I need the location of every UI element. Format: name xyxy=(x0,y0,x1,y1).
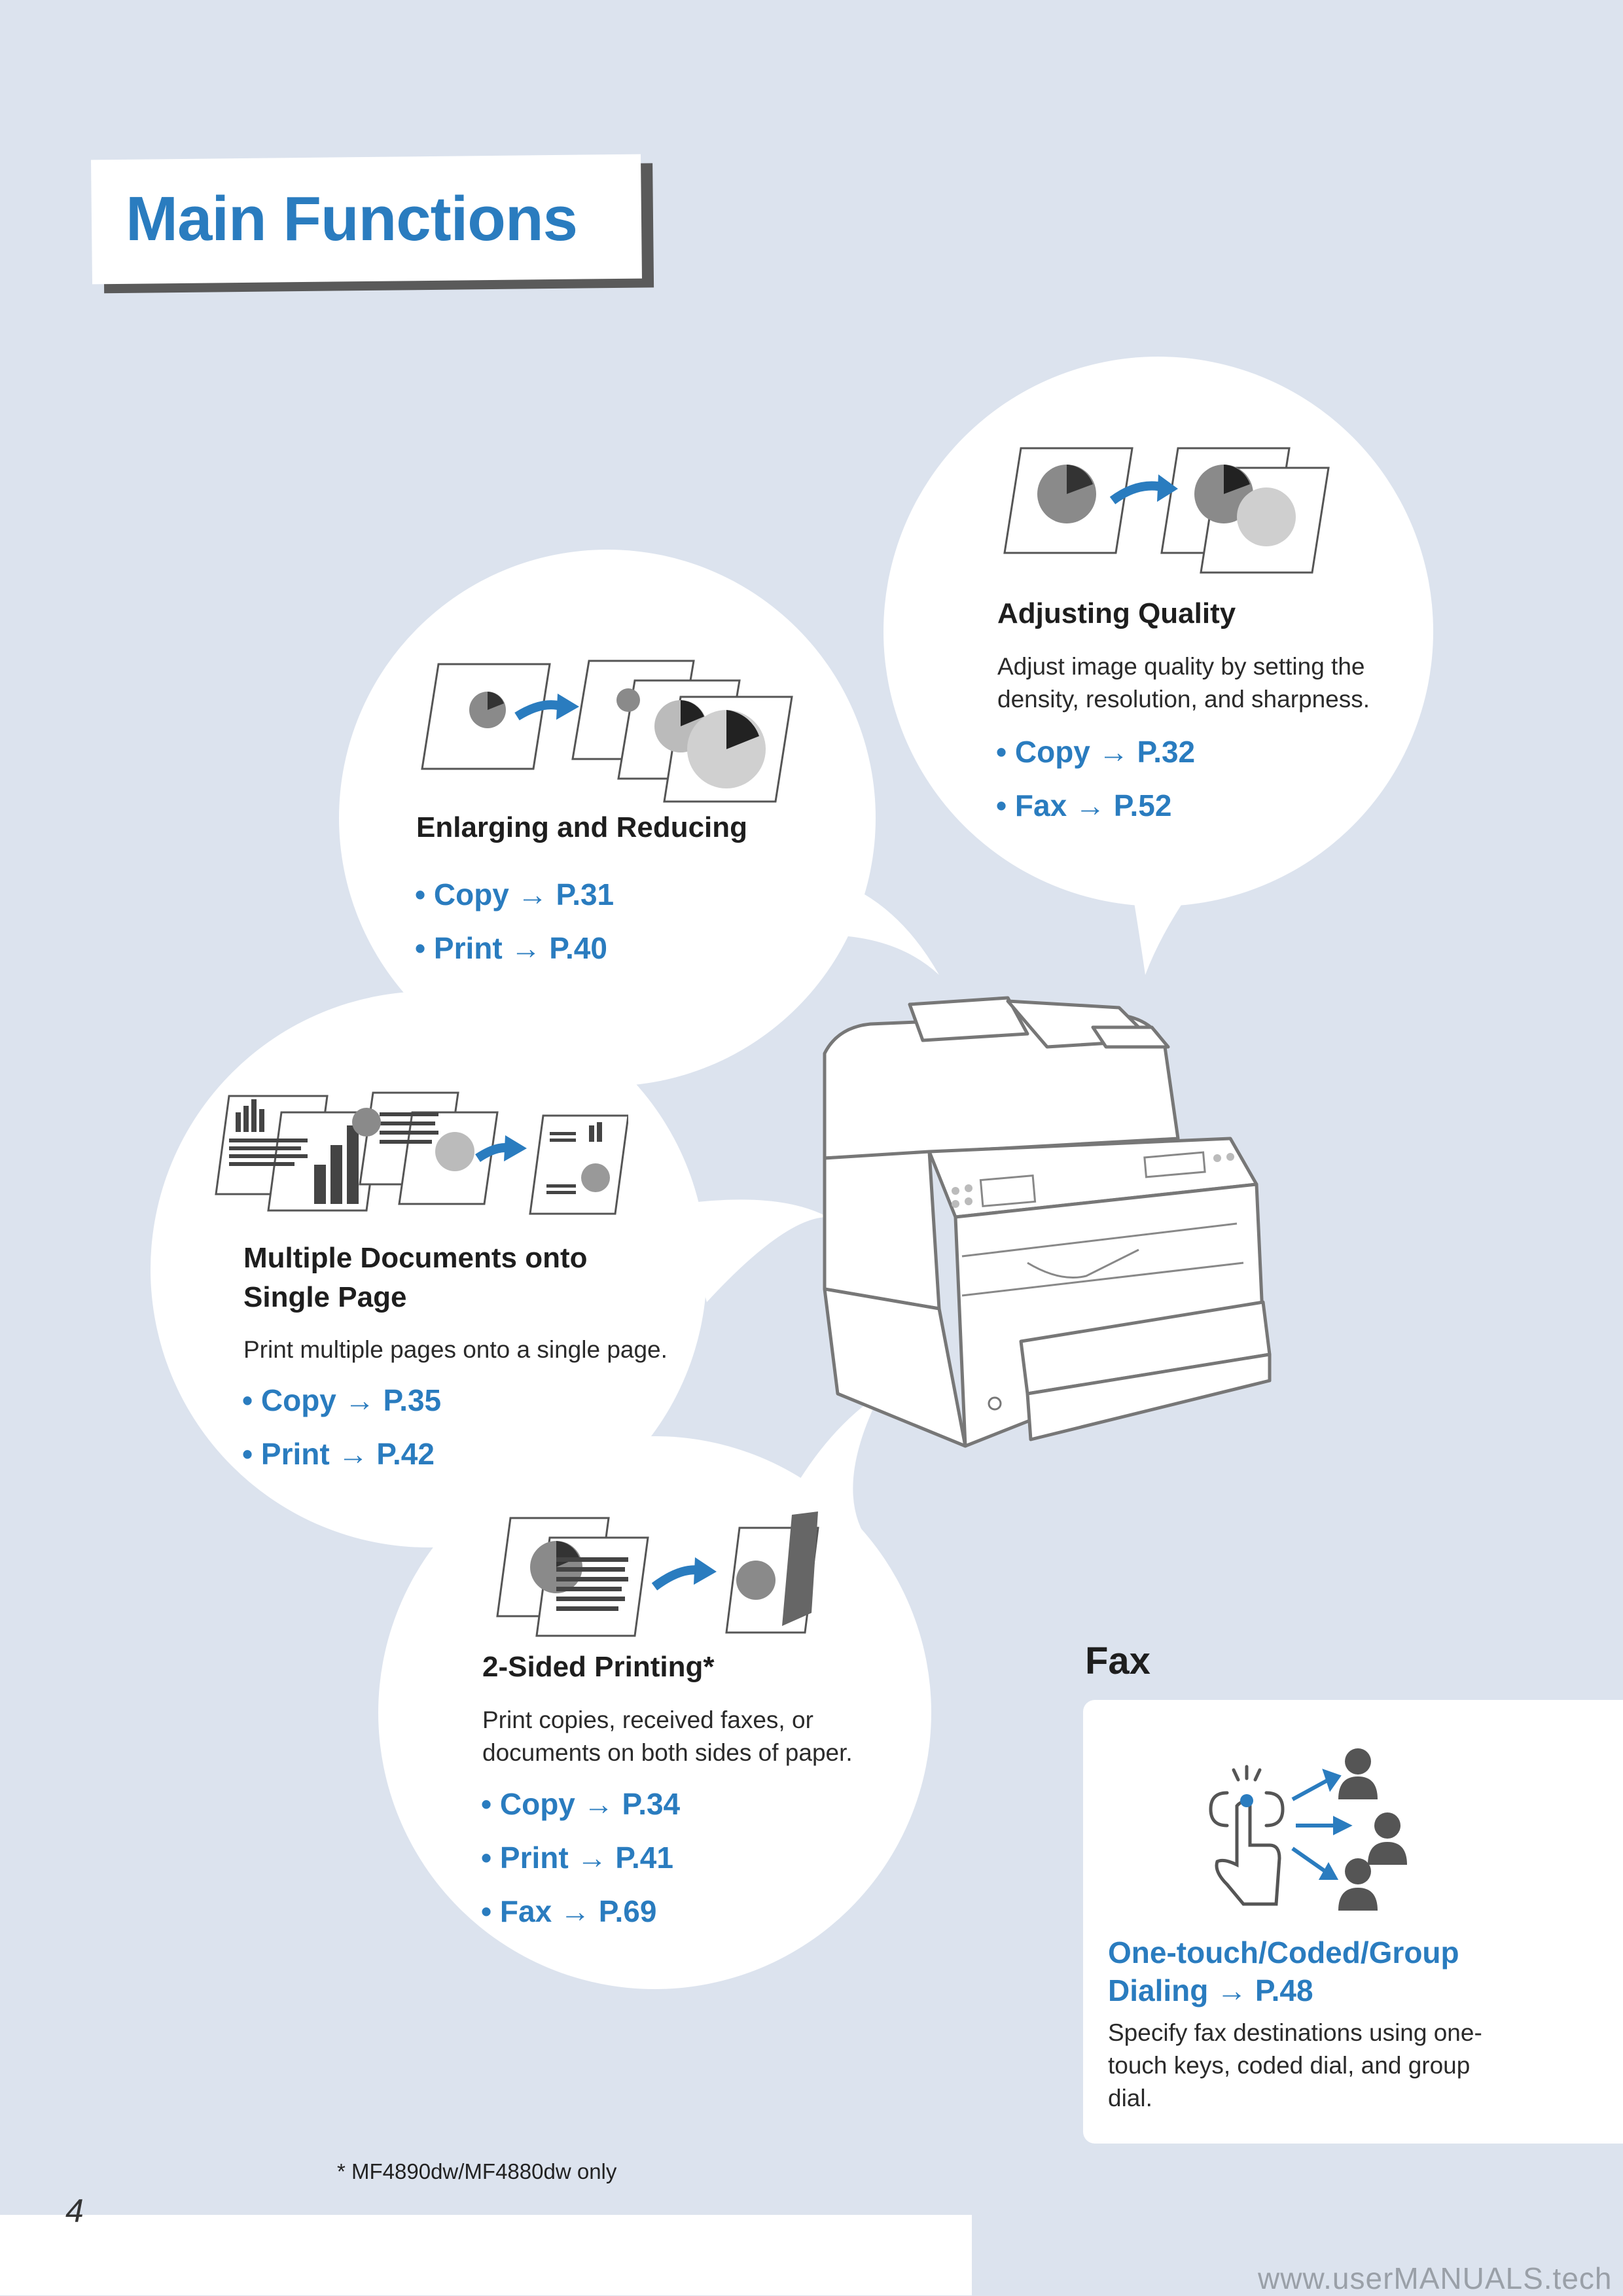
two-sided-title: 2-Sided Printing* xyxy=(482,1651,715,1683)
enlarging-reducing-title: Enlarging and Reducing xyxy=(416,811,748,843)
fax-feature-line1: One-touch/Coded/Group xyxy=(1108,1935,1459,1969)
fax-heading: Fax xyxy=(1085,1640,1150,1682)
fax-description: Specify fax destinations using one- touc… xyxy=(1108,2017,1501,2115)
footnote: * MF4890dw/MF4880dw only xyxy=(337,2159,617,2183)
footer-strip xyxy=(0,2215,972,2295)
two-sided-description-line2: documents on both sides of paper. xyxy=(482,1739,853,1766)
adjusting-quality-icon xyxy=(1003,447,1330,574)
multiple-documents-title-line1: Multiple Documents onto xyxy=(243,1242,588,1274)
fax-description-line3: dial. xyxy=(1108,2085,1152,2111)
watermark: www.userMANUALS.tech xyxy=(1258,2261,1613,2295)
multiple-documents-icon xyxy=(215,1091,628,1215)
multiple-documents-description: Print multiple pages onto a single page. xyxy=(243,1336,668,1363)
two-sided-tail xyxy=(766,1394,880,1544)
adjusting-quality-bubble xyxy=(883,357,1433,906)
one-touch-dial-icon xyxy=(1209,1748,1407,1911)
multiple-documents-tail xyxy=(681,1199,828,1302)
fax-description-line2: touch keys, coded dial, and group xyxy=(1108,2052,1471,2079)
enlarging-reducing-tail xyxy=(785,870,939,975)
multiple-documents-title-line2: Single Page xyxy=(243,1281,407,1313)
fax-one-touch-dialing-link[interactable]: One-touch/Coded/Group Dialing → P.48 xyxy=(1108,1934,1527,2009)
adjusting-quality-copy-link[interactable]: • Copy → P.32 xyxy=(996,735,1196,769)
two-sided-print-link[interactable]: • Print → P.41 xyxy=(481,1841,673,1875)
multiple-documents-print-link[interactable]: • Print → P.42 xyxy=(242,1437,435,1471)
two-sided-icon xyxy=(496,1511,819,1637)
printer-illustration xyxy=(823,996,1272,1448)
multiple-documents-copy-link[interactable]: • Copy → P.35 xyxy=(242,1383,442,1417)
two-sided-copy-link[interactable]: • Copy → P.34 xyxy=(481,1787,681,1821)
enlarging-reducing-icon xyxy=(421,660,793,803)
enlarging-print-link[interactable]: • Print → P.40 xyxy=(415,931,607,965)
adjusting-quality-description: Adjust image quality by setting the dens… xyxy=(997,653,1370,713)
two-sided-description-line1: Print copies, received faxes, or xyxy=(482,1706,813,1733)
two-sided-fax-link[interactable]: • Fax → P.69 xyxy=(481,1894,657,1928)
enlarging-copy-link[interactable]: • Copy → P.31 xyxy=(415,877,615,911)
fax-feature-line2: Dialing → P.48 xyxy=(1108,1973,1313,2007)
adjusting-quality-tail xyxy=(1126,851,1211,975)
page-number: 4 xyxy=(65,2193,84,2229)
fax-description-line1: Specify fax destinations using one- xyxy=(1108,2019,1482,2046)
adjusting-quality-fax-link[interactable]: • Fax → P.52 xyxy=(996,788,1172,822)
adjusting-quality-title: Adjusting Quality xyxy=(997,597,1236,629)
fax-panel xyxy=(1083,1700,1623,2144)
page-title: Main Functions xyxy=(126,184,578,254)
